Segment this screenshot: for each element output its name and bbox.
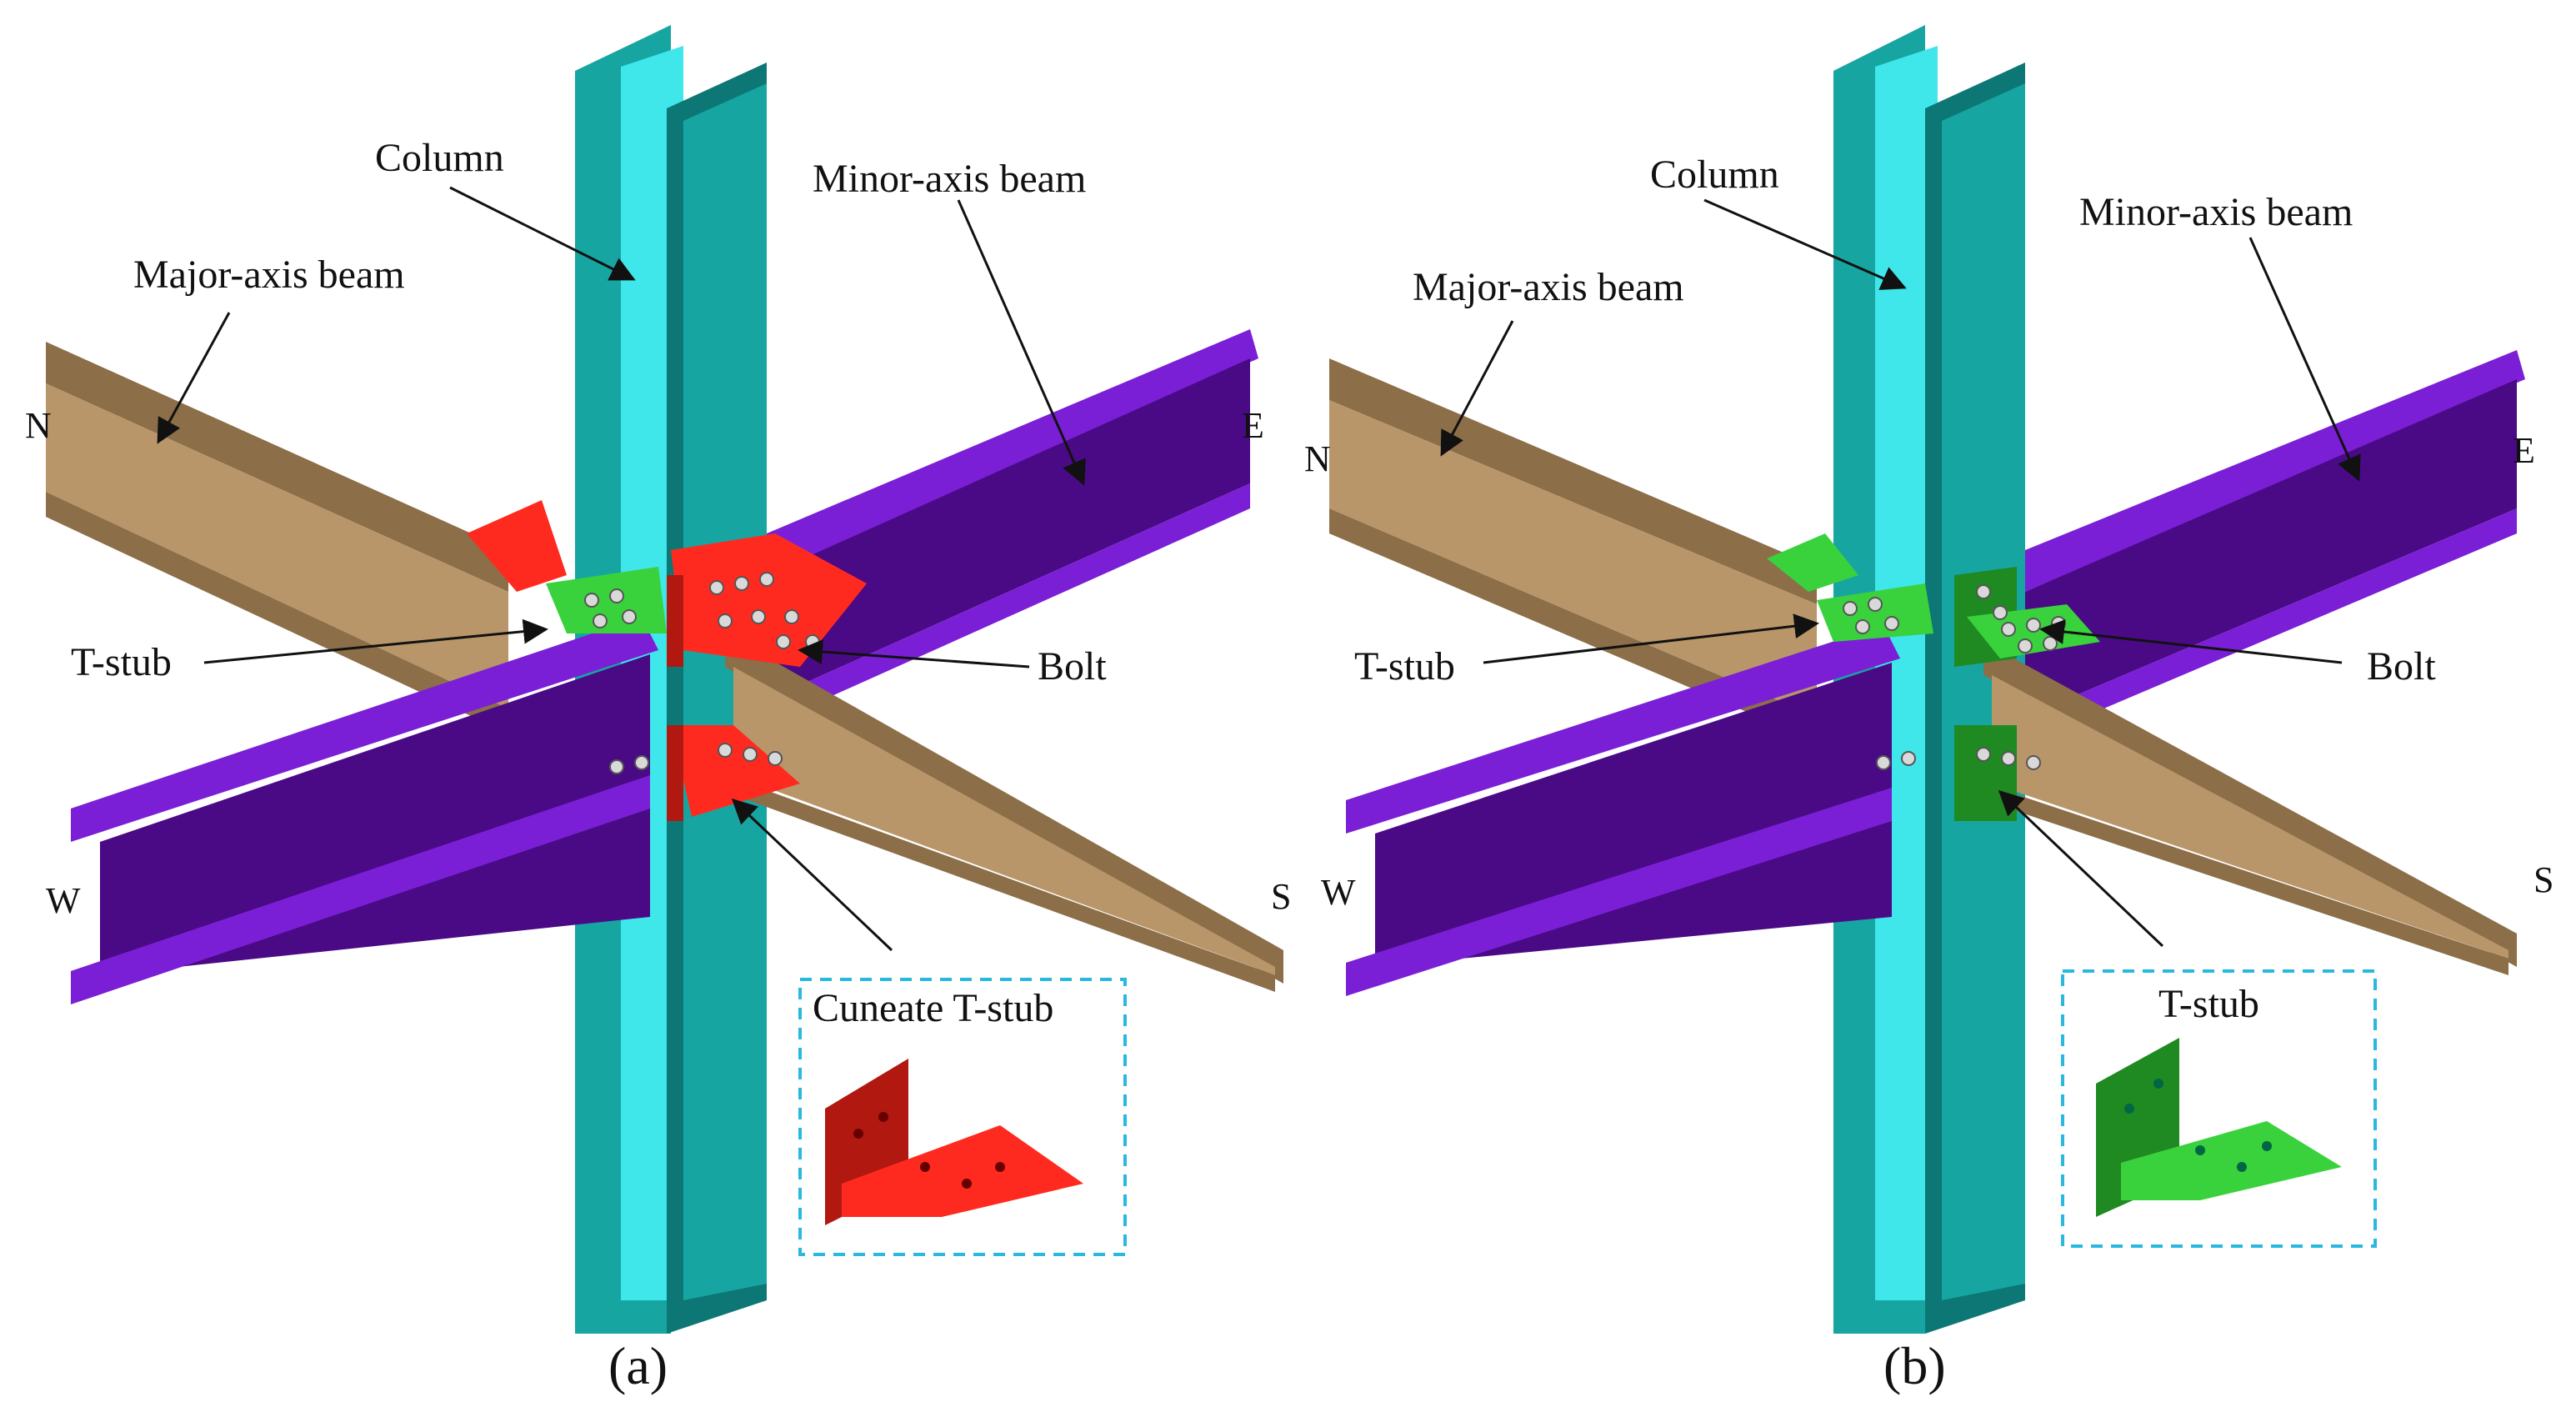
column-a-front xyxy=(667,63,767,583)
direction-east: E xyxy=(1242,405,1264,446)
minor-axis-beam-west-b xyxy=(1346,625,1900,996)
inset-title: Cuneate T-stub xyxy=(813,986,1053,1030)
minor-axis-beam-label-b: Minor-axis beam xyxy=(2079,190,2353,234)
bolt-label: Bolt xyxy=(1038,644,1107,688)
column-label: Column xyxy=(375,136,504,180)
direction-south-b: S xyxy=(2533,859,2553,900)
major-axis-beam-north xyxy=(46,342,508,734)
minor-axis-beam-label: Minor-axis beam xyxy=(813,157,1086,201)
major-axis-beam-south-b xyxy=(1983,642,2517,975)
panel-b: Column Major-axis beam Minor-axis beam T… xyxy=(1304,25,2553,1395)
direction-west: W xyxy=(46,880,81,921)
cuneate-tstubs-a xyxy=(467,500,867,821)
leaders-a xyxy=(157,186,1086,952)
column-b xyxy=(1833,25,2025,1334)
direction-north: N xyxy=(25,405,52,446)
column-label-b: Column xyxy=(1650,153,1779,197)
minor-axis-beam-east-b xyxy=(2025,350,2525,742)
minor-axis-beam-east xyxy=(767,329,1258,725)
minor-axis-beam-west xyxy=(71,617,658,1004)
inset-cuneate-tstub xyxy=(798,978,1127,1256)
direction-south: S xyxy=(1271,876,1291,917)
panel-a: Column Major-axis beam Minor-axis beam T… xyxy=(25,25,1291,1395)
inset-tstub xyxy=(2061,969,2377,1248)
major-axis-beam-label-b: Major-axis beam xyxy=(1413,265,1684,309)
inset-title-b: T-stub xyxy=(2158,982,2259,1026)
tstub-label: T-stub xyxy=(71,640,172,684)
bolt-label-b: Bolt xyxy=(2367,644,2436,688)
leaders-b xyxy=(1440,198,2361,948)
panel-caption-b: (b) xyxy=(1883,1336,1946,1395)
direction-west-b: W xyxy=(1321,872,1356,913)
tstub-label-b: T-stub xyxy=(1354,644,1455,688)
major-axis-beam-south xyxy=(725,633,1283,992)
direction-east-b: E xyxy=(2513,430,2535,471)
major-axis-beam-label: Major-axis beam xyxy=(133,253,405,297)
panel-caption: (a) xyxy=(608,1336,668,1395)
direction-north-b: N xyxy=(1304,438,1331,479)
